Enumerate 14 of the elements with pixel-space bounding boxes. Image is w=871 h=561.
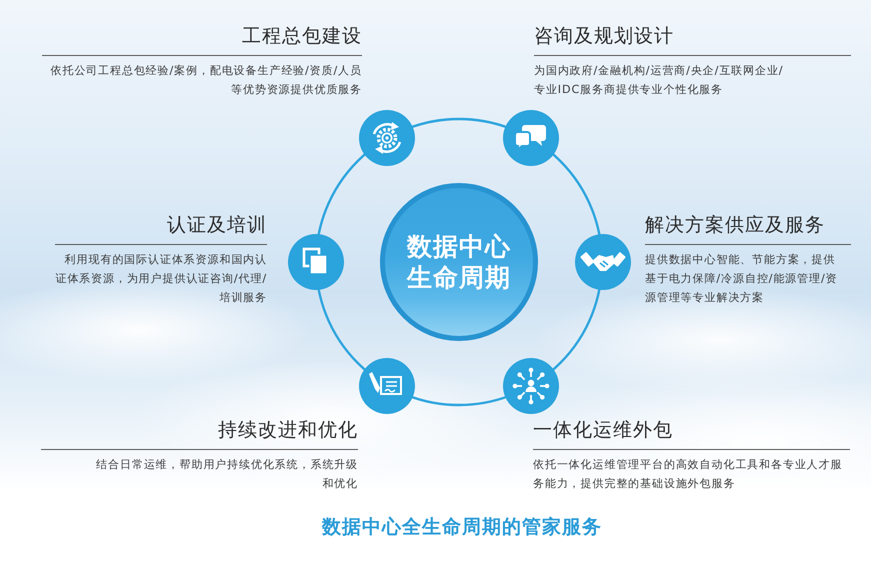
description: 结合日常运维，帮助用户持续优化系统，系统升级和优化 <box>95 457 358 492</box>
heading: 一体化运维外包 <box>533 418 673 443</box>
description: 为国内政府/金融机构/运营商/央企/互联网企业/专业IDC服务商提供专业个性化服务 <box>534 63 784 98</box>
description: 依托一体化运维管理平台的高效自动化工具和各专业人才服务能力，提供完整的基础设施外包服务 <box>533 457 844 492</box>
heading: 解决方案供应及服务 <box>645 213 825 238</box>
heading: 工程总包建设 <box>242 24 362 49</box>
heading: 认证及培训 <box>167 213 267 238</box>
caption: 数据中心全生命周期的管家服务 <box>322 515 602 539</box>
description: 提供数据中心智能、节能方案，提供基于电力保障/冷源自控/能源管理/资源管理等专业解决方案 <box>645 252 839 306</box>
heading: 持续改进和优化 <box>218 418 358 443</box>
heading: 咨询及规划设计 <box>534 24 674 49</box>
center-circle: 数据中心生命周期 <box>380 183 538 341</box>
description: 依托公司工程总包经验/案例，配电设备生产经验/资质/人员等优势资源提供优质服务 <box>49 63 362 98</box>
description: 利用现有的国际认证体系资源和国内认证体系资源，为用户提供认证咨询/代理/培训服务 <box>55 252 267 306</box>
